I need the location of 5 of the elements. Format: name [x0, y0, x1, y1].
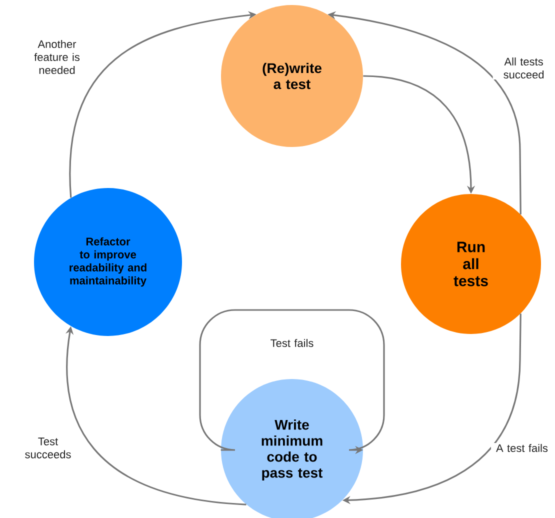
edge-label: Another feature is needed: [34, 40, 80, 74]
edge-label: Test fails: [270, 338, 314, 348]
edge-label: Test succeeds: [25, 438, 71, 458]
edge-label: All tests succeed: [504, 57, 544, 79]
edge-label: A test fails: [496, 444, 548, 452]
